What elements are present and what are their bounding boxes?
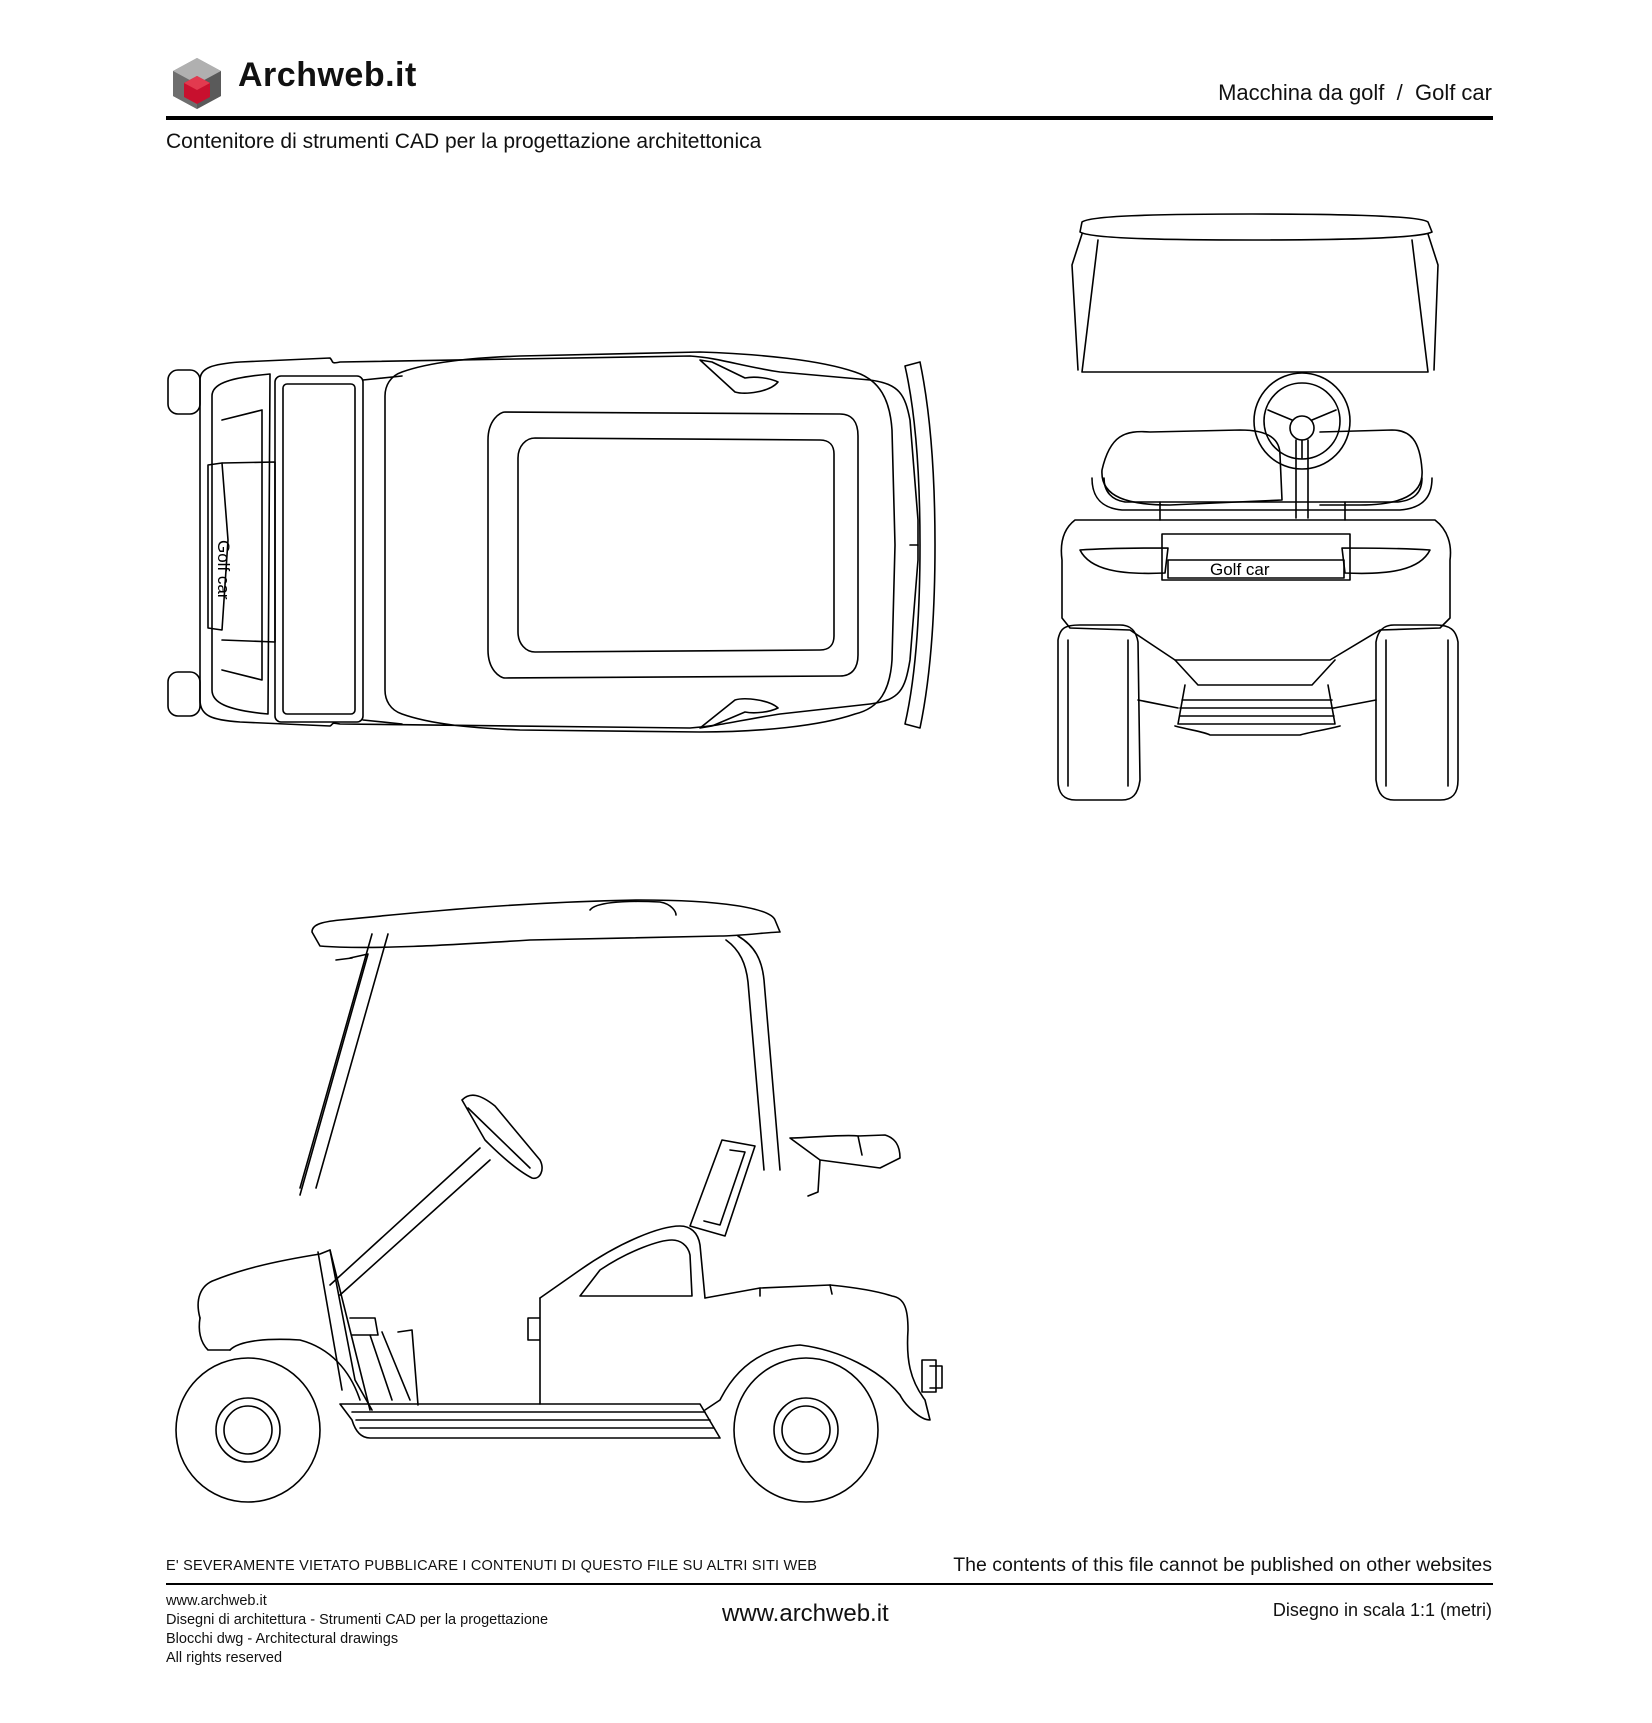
warning-english: The contents of this file cannot be publ… xyxy=(953,1554,1492,1576)
plan-golf-car-label: Golf car xyxy=(214,540,233,600)
plan-view xyxy=(167,351,936,733)
footer-line: Disegni di architettura - Strumenti CAD … xyxy=(166,1612,549,1628)
subtitle: Contenitore di strumenti CAD per la prog… xyxy=(166,130,762,153)
footer-line: Blocchi dwg - Architectural drawings xyxy=(166,1631,399,1647)
footer-rule xyxy=(166,1583,1493,1585)
front-view xyxy=(1057,213,1459,801)
side-view xyxy=(175,899,943,1503)
front-golf-car-label: Golf car xyxy=(1210,560,1270,579)
footer-info: www.archweb.it Disegni di architettura -… xyxy=(166,1592,548,1668)
drawing-scale: Disegno in scala 1:1 (metri) xyxy=(1272,1600,1492,1620)
archweb-logo-icon xyxy=(173,58,221,109)
footer-line: All rights reserved xyxy=(166,1650,283,1666)
footer-line: www.archweb.it xyxy=(166,1593,267,1609)
drawing-title: Macchina da golf / Golf car xyxy=(1218,80,1492,105)
brand-name: Archweb.it xyxy=(238,56,417,94)
footer-url: www.archweb.it xyxy=(722,1600,889,1627)
header-rule xyxy=(166,116,1493,120)
warning-italian: E' SEVERAMENTE VIETATO PUBBLICARE I CONT… xyxy=(166,1558,818,1574)
